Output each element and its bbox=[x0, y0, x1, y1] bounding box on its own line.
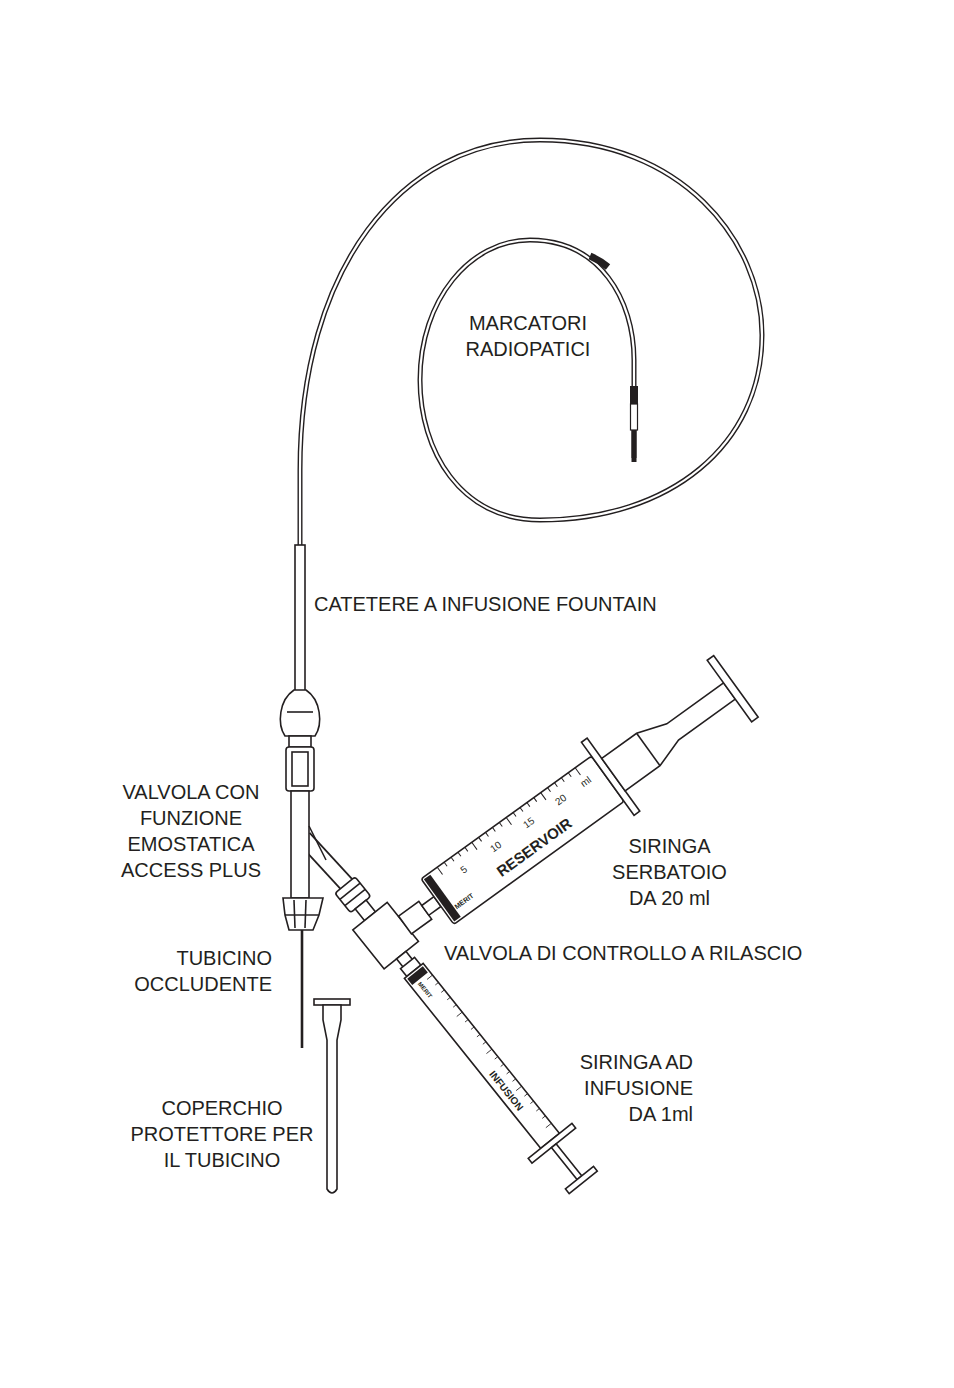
part-label: VALVOLA CON FUNZIONE EMOSTATICA ACCESS P… bbox=[112, 779, 270, 883]
scale-tick bbox=[486, 832, 489, 836]
part-label: CATETERE A INFUSIONE FOUNTAIN bbox=[314, 591, 657, 617]
scale-tick bbox=[427, 975, 432, 979]
scale-tick bbox=[541, 793, 546, 800]
scale-tick bbox=[451, 857, 454, 861]
scale-tick bbox=[492, 827, 495, 831]
part-label: SIRINGA SERBATOIO DA 20 ml bbox=[602, 833, 737, 911]
plunger-rod bbox=[551, 1144, 581, 1180]
catheter-tube bbox=[300, 140, 762, 548]
scale-tick bbox=[561, 778, 564, 782]
part-label: COPERCHIO PROTETTORE PER IL TUBICINO bbox=[126, 1095, 318, 1173]
hub-line bbox=[287, 711, 313, 713]
protective-cap bbox=[314, 999, 350, 1193]
rotating-connector bbox=[286, 747, 314, 791]
infusion-barrel bbox=[404, 963, 559, 1148]
scale-tick bbox=[534, 798, 537, 802]
part-label: SIRINGA AD INFUSIONE DA 1ml bbox=[568, 1049, 693, 1127]
side-branch-inner bbox=[304, 838, 350, 888]
scale-tick bbox=[457, 1012, 462, 1016]
plunger-seal bbox=[407, 966, 428, 985]
scale-tick bbox=[477, 1034, 480, 1037]
catheter-tip bbox=[631, 404, 638, 430]
scale-tick bbox=[437, 867, 442, 874]
scale-tick bbox=[465, 1020, 468, 1023]
cap-ridge bbox=[305, 900, 306, 928]
cap-tube bbox=[323, 1005, 341, 1193]
part-label: TUBICINO OCCLUDENTE bbox=[124, 945, 272, 997]
scale-tick bbox=[506, 817, 511, 824]
scale-tick bbox=[542, 1116, 545, 1119]
scale-tick bbox=[530, 1101, 533, 1104]
scale-tick bbox=[486, 1049, 491, 1053]
scale-tick bbox=[435, 982, 438, 985]
scale-tick bbox=[536, 1109, 539, 1112]
y-body-line bbox=[309, 826, 326, 860]
scale-tick bbox=[453, 1005, 456, 1008]
scale-tick bbox=[483, 1042, 486, 1045]
scale-tick bbox=[471, 1027, 474, 1030]
cap-flange bbox=[314, 999, 350, 1005]
scale-tick bbox=[546, 1123, 551, 1127]
scale-tick bbox=[548, 788, 551, 792]
scale-tick bbox=[501, 1064, 504, 1067]
scale-tick bbox=[513, 1079, 516, 1082]
scale-tick bbox=[499, 822, 502, 826]
reservoir-barrel bbox=[421, 756, 624, 924]
scale-tick bbox=[520, 808, 523, 812]
occluder-wire bbox=[301, 930, 304, 1048]
plunger-line bbox=[637, 733, 660, 765]
scale-tick bbox=[441, 990, 444, 993]
cap-ridge bbox=[285, 914, 319, 916]
plunger-thumb bbox=[565, 1166, 597, 1193]
scale-tick bbox=[465, 847, 468, 851]
radiopaque-marker bbox=[590, 256, 608, 267]
scale-tick bbox=[444, 862, 447, 866]
scale-tick bbox=[568, 773, 571, 777]
scale-tick bbox=[575, 768, 580, 775]
catheter-lumen bbox=[300, 140, 762, 548]
scale-tick bbox=[458, 852, 461, 856]
nut-ridge bbox=[340, 883, 360, 899]
catheter-tip bbox=[632, 430, 637, 462]
radiopaque-marker bbox=[630, 386, 638, 404]
scale-tick bbox=[527, 803, 530, 807]
part-label: VALVOLA DI CONTROLLO A RILASCIO bbox=[444, 940, 802, 966]
reservoir-syringe bbox=[379, 650, 763, 962]
scale-tick bbox=[495, 1057, 498, 1060]
plunger-thumb bbox=[707, 656, 758, 722]
scale-tick bbox=[524, 1094, 527, 1097]
catheter-hub bbox=[280, 690, 319, 736]
barrel-flange bbox=[528, 1123, 575, 1163]
cap-ridge bbox=[294, 900, 295, 928]
connector-grip bbox=[292, 752, 308, 786]
side-branch bbox=[304, 838, 350, 888]
scale-tick bbox=[507, 1071, 510, 1074]
part-label: MARCATORI RADIOPATICI bbox=[458, 310, 598, 362]
hemostatic-cap bbox=[283, 898, 323, 930]
plunger-seal bbox=[424, 875, 461, 922]
scale-tick bbox=[516, 1086, 521, 1090]
scale-tick bbox=[447, 997, 450, 1000]
scale-tick bbox=[479, 837, 482, 841]
scale-tick bbox=[554, 783, 557, 787]
catheter-shaft bbox=[295, 545, 305, 692]
scale-tick bbox=[513, 812, 516, 816]
plunger bbox=[602, 675, 741, 791]
scale-ticks bbox=[427, 975, 551, 1128]
y-body bbox=[291, 791, 309, 898]
hub-collar bbox=[289, 736, 311, 747]
scale-tick bbox=[472, 842, 477, 849]
